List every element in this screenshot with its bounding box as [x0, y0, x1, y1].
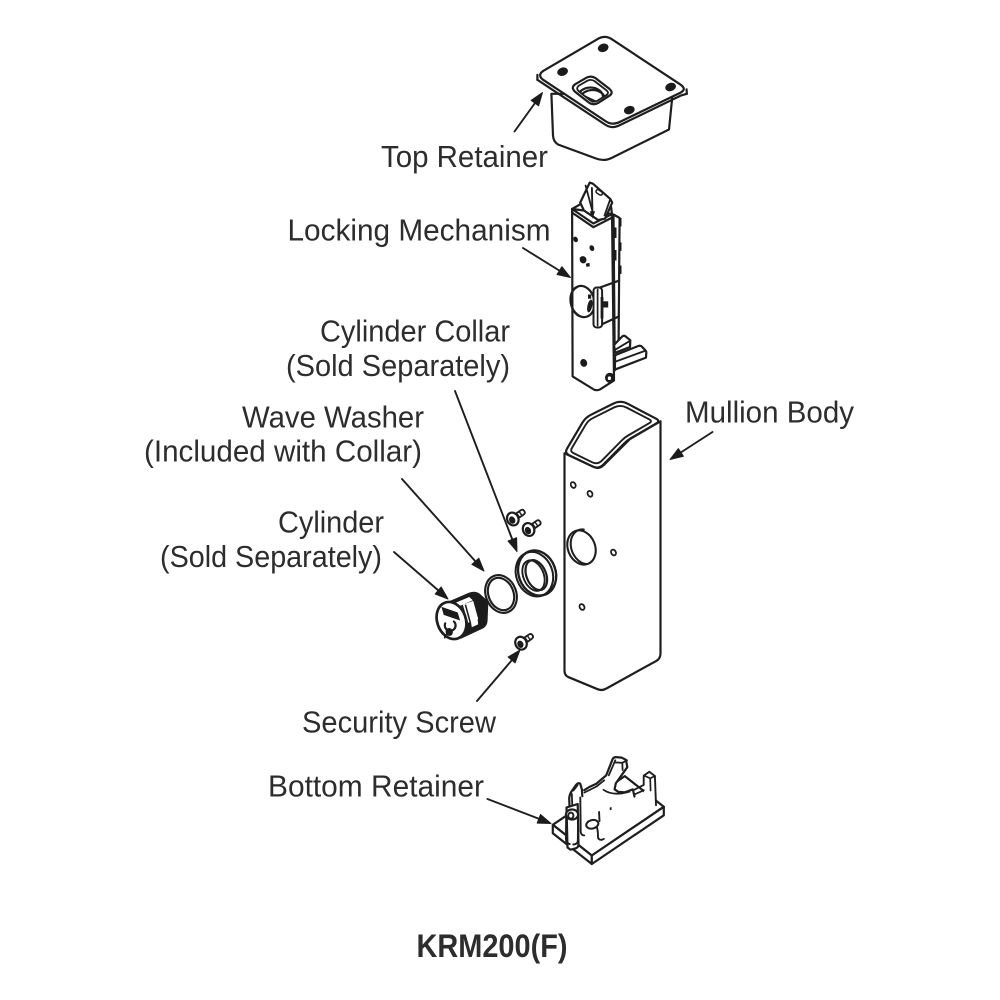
svg-text:Wave Washer: Wave Washer — [242, 400, 424, 435]
svg-text:Cylinder: Cylinder — [278, 505, 384, 540]
svg-text:Cylinder Collar: Cylinder Collar — [320, 314, 510, 349]
svg-text:(Sold Separately): (Sold Separately) — [160, 539, 382, 574]
svg-text:KRM200(F): KRM200(F) — [417, 928, 568, 964]
svg-text:(Included with Collar): (Included with Collar) — [144, 434, 422, 469]
svg-text:Mullion Body: Mullion Body — [685, 395, 854, 430]
svg-text:Top Retainer: Top Retainer — [381, 139, 548, 174]
svg-text:Security Screw: Security Screw — [302, 705, 497, 740]
svg-text:(Sold Separately): (Sold Separately) — [286, 348, 510, 383]
svg-text:Bottom Retainer: Bottom Retainer — [268, 769, 484, 804]
svg-text:Locking Mechanism: Locking Mechanism — [288, 213, 551, 248]
